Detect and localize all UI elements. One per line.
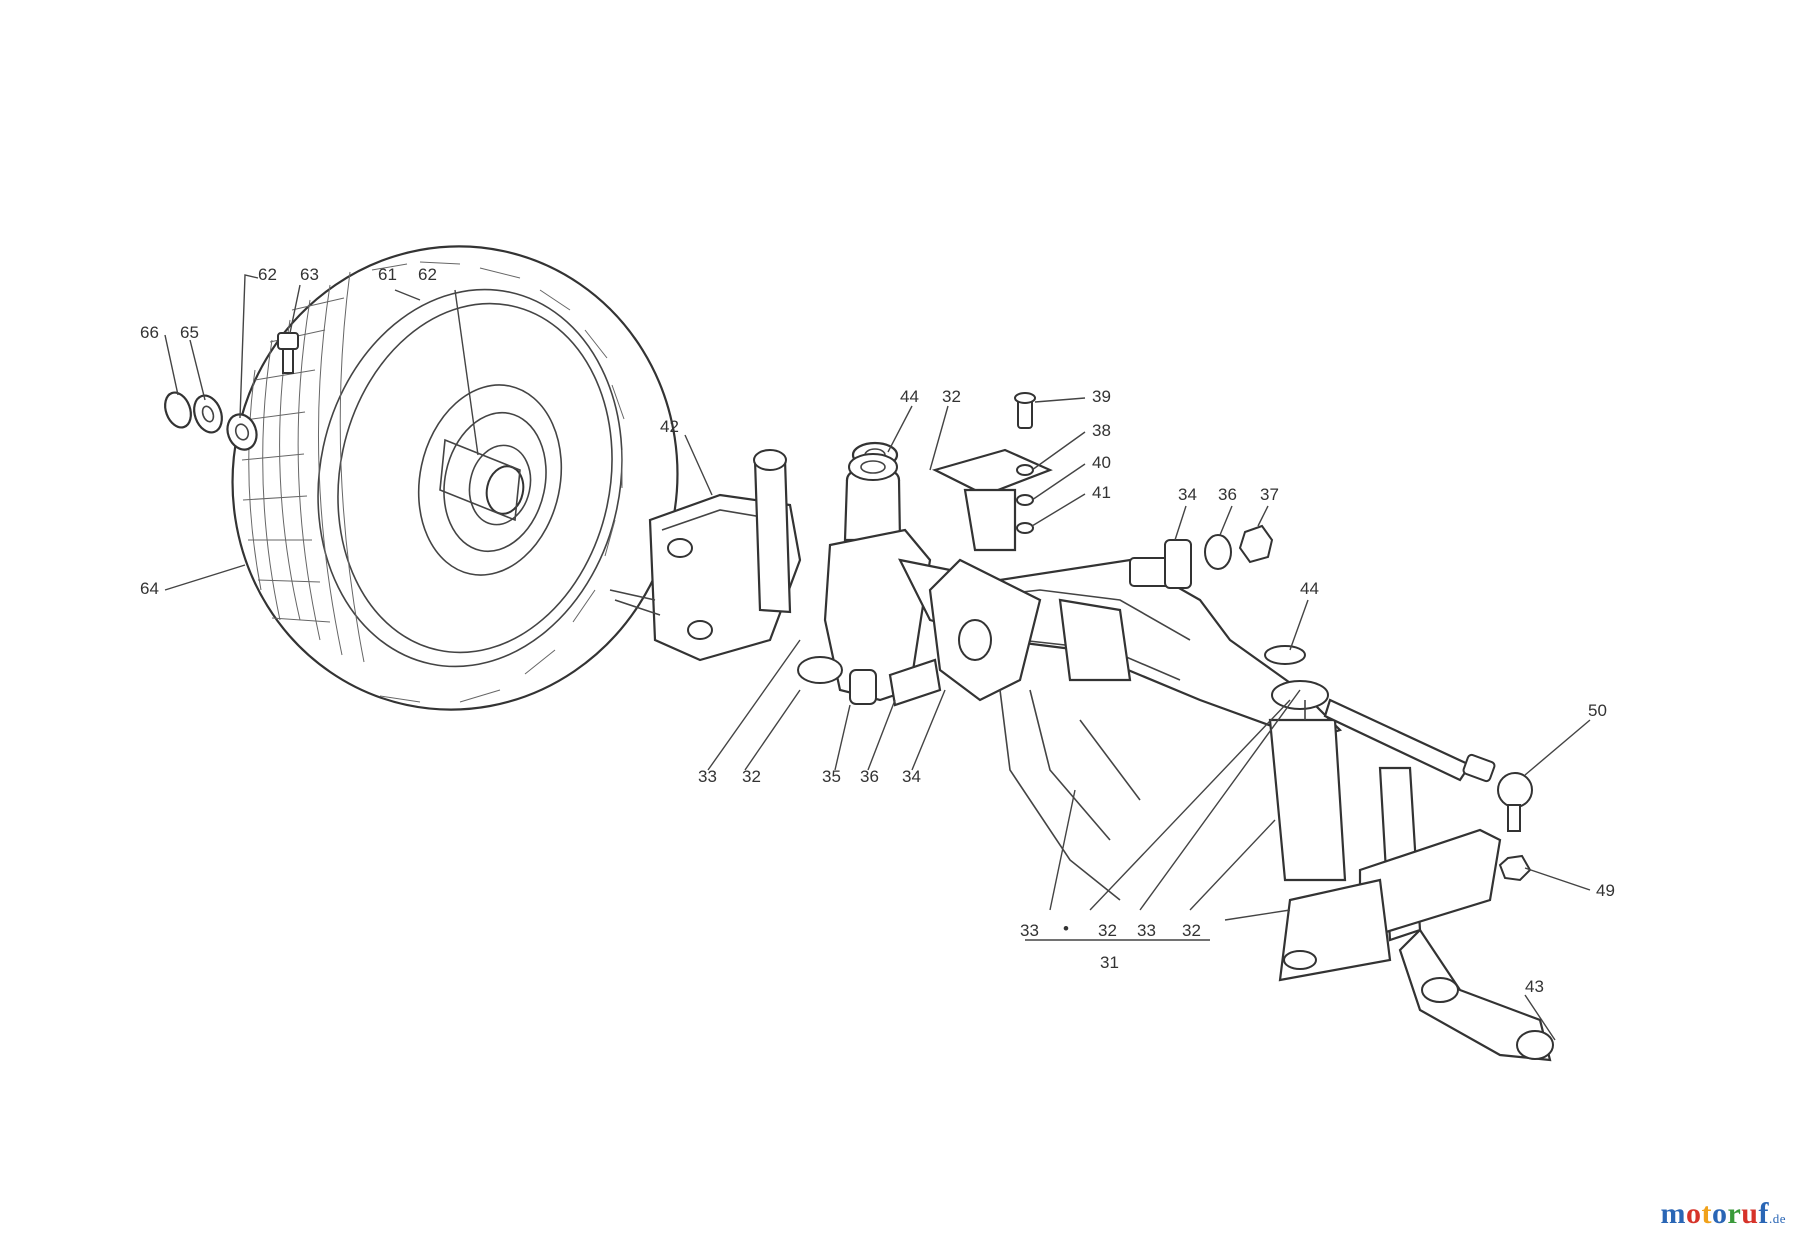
callout-33: 33 — [698, 767, 717, 786]
front-axle — [823, 441, 1343, 901]
callout-37: 37 — [1260, 485, 1279, 504]
callout-44: 44 — [1300, 579, 1319, 598]
callout-35: 35 — [822, 767, 841, 786]
callout-39: 39 — [1092, 387, 1111, 406]
callout-62: 62 — [258, 265, 277, 284]
callout-66: 66 — [140, 323, 159, 342]
callout-32: 32 — [942, 387, 961, 406]
callout-63: 63 — [300, 265, 319, 284]
logo-letter: o — [1685, 1197, 1702, 1230]
callout-50: 50 — [1588, 701, 1607, 720]
callout-33: 33 — [1137, 921, 1156, 940]
logo-letter: t — [1701, 1197, 1712, 1230]
callout-38: 38 — [1092, 421, 1111, 440]
washer-group-left — [164, 391, 258, 451]
callout-43: 43 — [1525, 977, 1544, 996]
callout-36: 36 — [860, 767, 879, 786]
steering-knuckle — [609, 449, 802, 662]
logo-letter: r — [1727, 1197, 1742, 1230]
callout-64: 64 — [140, 579, 159, 598]
callout-49: 49 — [1596, 881, 1615, 900]
callout-32: 32 — [1098, 921, 1117, 940]
callout-42: 42 — [660, 417, 679, 436]
site-logo: motoruf.de — [1660, 1197, 1786, 1231]
callout-31: 31 — [1100, 953, 1119, 972]
callout-44: 44 — [900, 387, 919, 406]
valve-stem — [277, 332, 299, 374]
logo-letter: m — [1660, 1197, 1686, 1230]
pivot-bracket — [931, 392, 1053, 552]
logo-letter: u — [1741, 1197, 1759, 1230]
kingpin-left — [797, 453, 898, 684]
callout-32: 32 — [742, 767, 761, 786]
callout-dot: • — [1063, 919, 1069, 938]
callout-32: 32 — [1182, 921, 1201, 940]
callout-61: 61 — [378, 265, 397, 284]
logo-letter: o — [1711, 1197, 1728, 1230]
axle-bolt-right — [1129, 524, 1274, 589]
logo-suffix: .de — [1768, 1211, 1786, 1226]
callout-40: 40 — [1092, 453, 1111, 472]
callout-labels: 66 65 62 63 61 62 64 42 44 32 39 38 40 4… — [140, 265, 1615, 996]
callout-36: 36 — [1218, 485, 1237, 504]
logo-letter: f — [1758, 1197, 1769, 1230]
leader-lines — [164, 274, 1591, 1041]
callout-65: 65 — [180, 323, 199, 342]
callout-62: 62 — [418, 265, 437, 284]
callout-34: 34 — [902, 767, 921, 786]
kingpin-right — [1264, 645, 1554, 1062]
callout-41: 41 — [1092, 483, 1111, 502]
tire — [231, 245, 679, 711]
callout-34: 34 — [1178, 485, 1197, 504]
callout-33: 33 — [1020, 921, 1039, 940]
